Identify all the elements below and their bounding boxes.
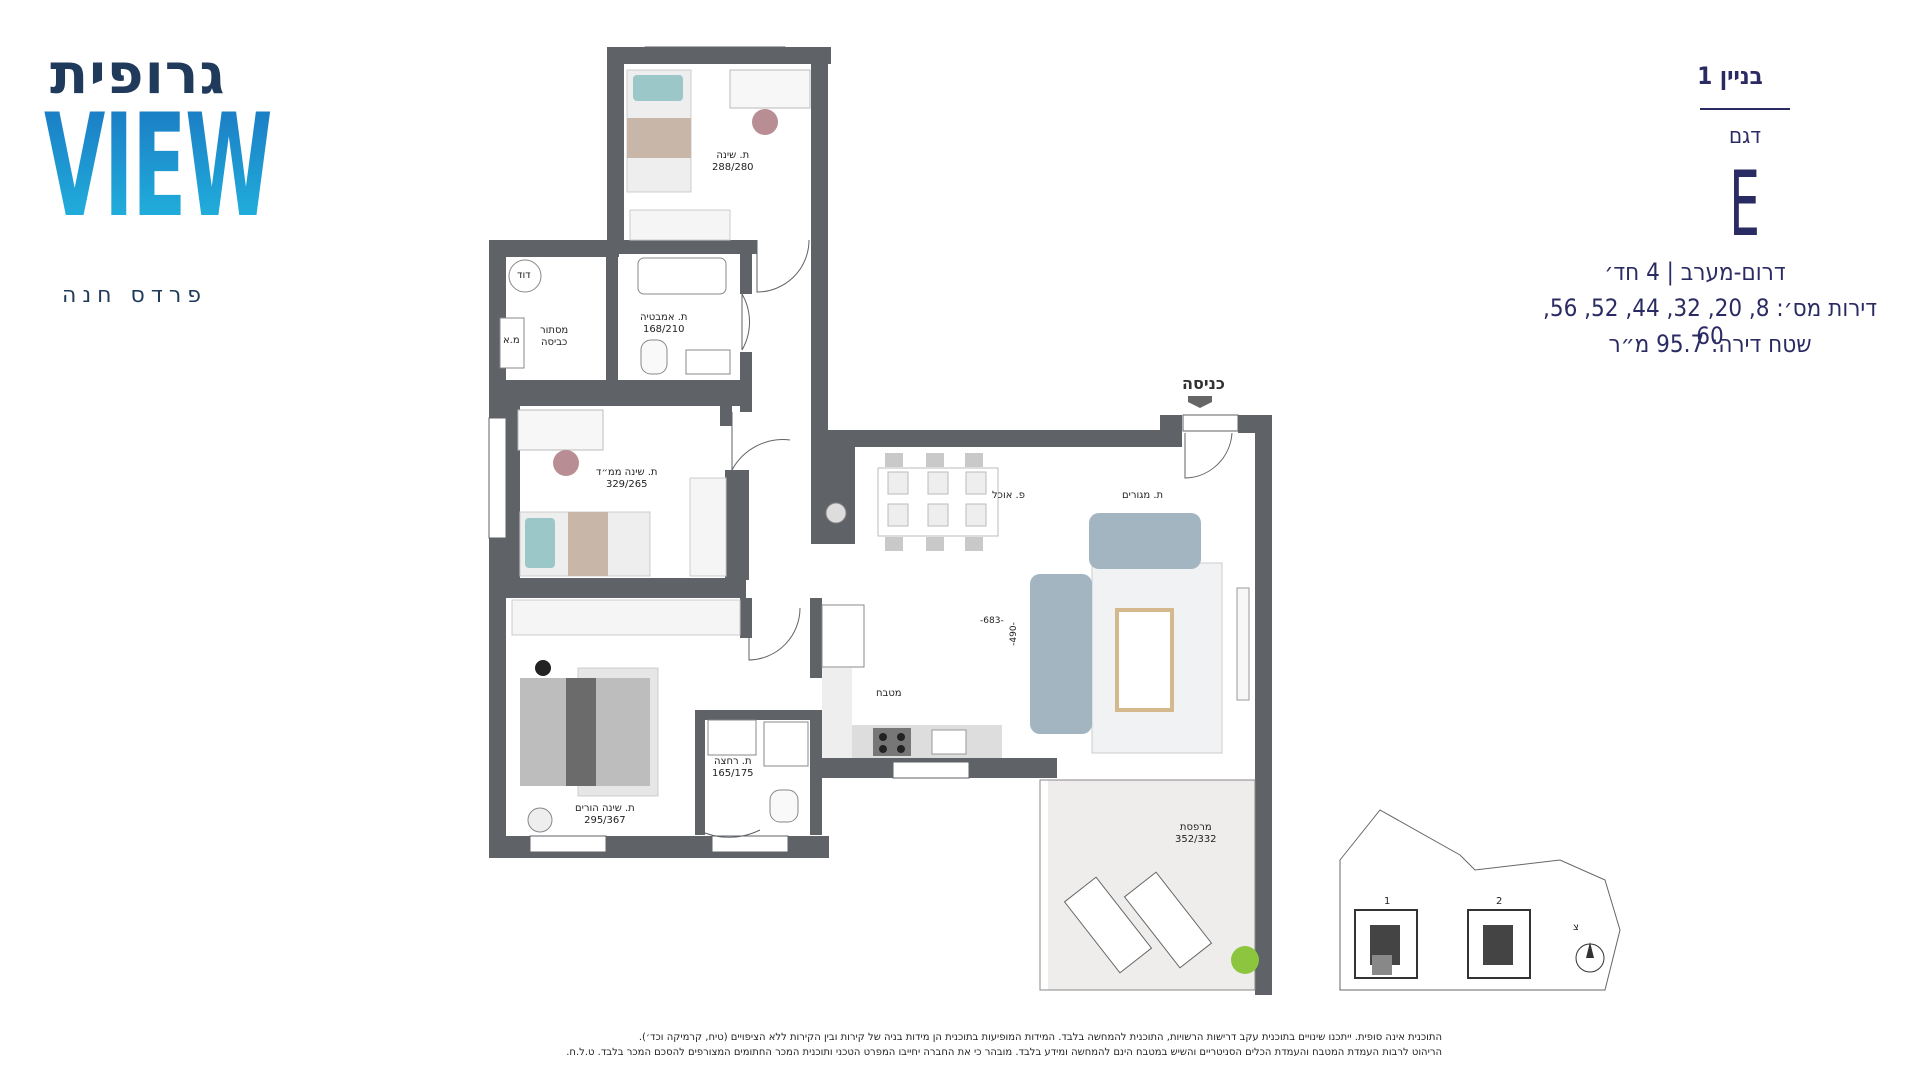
room-size: 288/280 — [712, 162, 754, 173]
room-label: מסתור — [540, 325, 569, 336]
bathroom-fixtures — [499, 257, 847, 823]
room-shower: ת. רחצה 165/175 — [712, 756, 754, 780]
room-label-2: כביסה — [540, 337, 568, 348]
dining-table — [877, 453, 999, 551]
north-arrow-label: צ — [1573, 922, 1579, 933]
apartment-area: שטח דירה: 95.7 מ״ר — [1608, 330, 1812, 358]
logo-subtitle: פרדס חנה — [62, 283, 207, 308]
room-label: מרפסת — [1179, 822, 1212, 833]
room-balcony: מרפסת 352/332 — [1175, 822, 1217, 846]
room-master-bedroom: ת. שינה הורים 295/367 — [575, 803, 635, 827]
room-size: 295/367 — [584, 815, 626, 826]
entrance-arrow — [1188, 396, 1212, 408]
windows — [488, 46, 1239, 853]
kitchen — [821, 604, 1002, 758]
room-label: ת. אמבטיה — [640, 312, 688, 323]
living-room-furniture — [1030, 513, 1250, 754]
model-label: דגם — [1728, 124, 1762, 149]
site-building-2: 2 — [1496, 896, 1503, 907]
room-storage: מסתור כביסה — [540, 325, 568, 349]
site-map — [1339, 809, 1621, 991]
bedroom-furniture — [511, 69, 811, 833]
room-size: 329/265 — [605, 479, 648, 490]
room-dining: פ. אוכל — [992, 490, 1025, 501]
logo-hebrew-name: גרופית — [50, 42, 226, 107]
entrance-label: כניסה — [1182, 374, 1225, 393]
model-letter: E — [1729, 152, 1760, 257]
site-building-1: 1 — [1384, 896, 1391, 907]
room-bath: ת. אמבטיה 168/210 — [640, 312, 687, 336]
dimension-683: -683- — [980, 616, 1004, 626]
disclaimer-line-2: הריהוט לרבות העמדת המטבח והעמדת הכלים הס… — [566, 1047, 1442, 1058]
ac-label: מ.א — [503, 335, 520, 346]
room-safe-room: ת. שינה ממ״ד 329/265 — [596, 467, 657, 491]
orientation-text: דרום-מערב | 4 חד׳ — [1604, 258, 1786, 286]
balcony — [1039, 779, 1259, 991]
room-label: ת. שינה ממ״ד — [596, 467, 658, 478]
apartment-numbers: דירות מס׳: 8, 20, 32, 44, 52, 56, 60 — [1542, 294, 1878, 350]
room-label: ת. שינה — [716, 150, 750, 161]
room-living: ת. מגורים — [1122, 490, 1164, 501]
room-label: ת. רחצה — [713, 756, 752, 767]
room-label: ת. שינה הורים — [575, 803, 635, 814]
logo-brand: VIEW — [44, 84, 273, 249]
info-divider — [1700, 108, 1790, 110]
dimension-490: -490- — [1008, 622, 1019, 646]
room-kitchen: מטבח — [876, 688, 902, 699]
boiler-label: דוד — [517, 270, 531, 281]
doors — [697, 239, 1233, 838]
room-size: 352/332 — [1175, 834, 1217, 845]
room-size: 165/175 — [712, 768, 754, 779]
building-number: בניין 1 — [1697, 62, 1763, 90]
room-size: 168/210 — [642, 324, 685, 335]
disclaimer-line-1: התוכנית אינה סופית. ייתכנו שינויים בתוכנ… — [638, 1032, 1442, 1043]
room-bedroom-1: ת. שינה 288/280 — [712, 150, 754, 174]
